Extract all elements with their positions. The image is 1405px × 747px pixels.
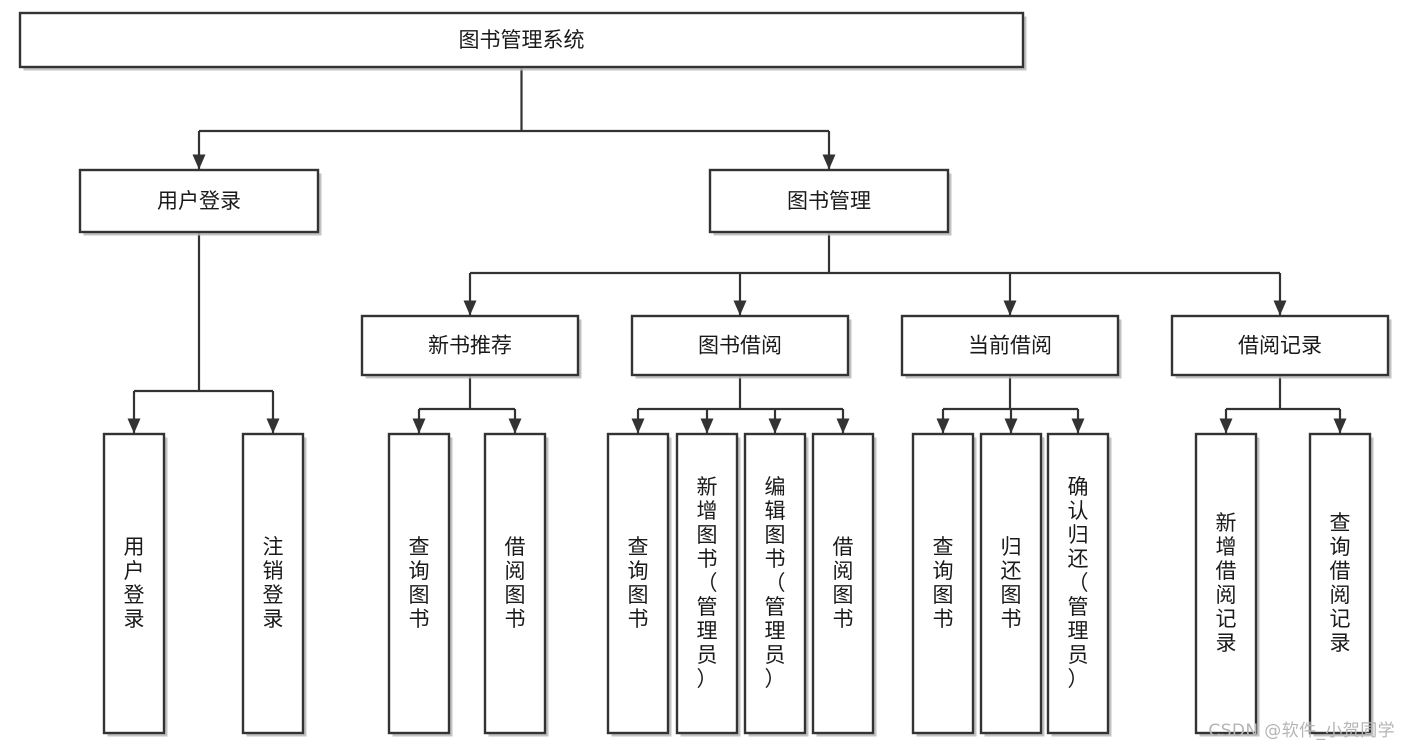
arrowhead-icon <box>266 418 280 434</box>
node-label: 查询图书 <box>933 535 954 631</box>
arrowhead-icon <box>700 418 714 434</box>
node-leaf-leaf-confirm-return-admin[interactable]: 确认归还（管理员） <box>1046 432 1112 737</box>
node-leaf-leaf-query-borrow-record[interactable]: 查询借阅记录 <box>1308 432 1374 737</box>
node-label: 新增图书（管理员） <box>697 475 718 691</box>
conn-record-to-leaves <box>1219 375 1347 434</box>
conn-recommend-to-leaves <box>412 375 522 434</box>
node-label: 新书推荐 <box>428 334 512 358</box>
conn-management-to-level3 <box>463 232 1287 316</box>
arrowhead-icon <box>1273 300 1287 316</box>
csdn-watermark: CSDN @软件_小贺同学 <box>1208 721 1395 741</box>
node-level2-user-login[interactable]: 用户登录 <box>78 168 322 236</box>
node-label: 新增借阅记录 <box>1216 511 1237 655</box>
node-label: 借阅图书 <box>833 535 854 631</box>
node-leaf-leaf-borrow-book-recommend[interactable]: 借阅图书 <box>483 432 549 737</box>
node-label: 用户登录 <box>124 535 145 631</box>
arrowhead-icon <box>733 300 747 316</box>
arrowhead-icon <box>1333 418 1347 434</box>
node-layer: 图书管理系统用户登录图书管理新书推荐图书借阅当前借阅借阅记录用户登录注销登录查询… <box>18 11 1392 737</box>
node-label: 查询图书 <box>628 535 649 631</box>
node-leaf-leaf-edit-book-admin[interactable]: 编辑图书（管理员） <box>743 432 809 737</box>
node-label: 借阅图书 <box>505 535 526 631</box>
node-label: 归还图书 <box>1001 535 1022 631</box>
arrowhead-icon <box>1071 418 1085 434</box>
arrowhead-icon <box>768 418 782 434</box>
node-label: 图书管理系统 <box>459 28 585 52</box>
node-leaf-leaf-query-book-borrow[interactable]: 查询图书 <box>606 432 672 737</box>
node-level2-book-management[interactable]: 图书管理 <box>708 168 952 236</box>
connector-layer <box>127 67 1347 434</box>
node-leaf-leaf-logout[interactable]: 注销登录 <box>241 432 307 737</box>
node-leaf-leaf-return-book[interactable]: 归还图书 <box>979 432 1045 737</box>
node-label: 确认归还（管理员） <box>1068 475 1089 691</box>
node-label: 当前借阅 <box>968 334 1052 358</box>
arrowhead-icon <box>822 154 836 170</box>
conn-userlogin-to-leaves <box>127 232 280 434</box>
node-leaf-leaf-add-borrow-record[interactable]: 新增借阅记录 <box>1194 432 1260 737</box>
arrowhead-icon <box>1219 418 1233 434</box>
conn-current-to-leaves <box>936 375 1085 434</box>
arrowhead-icon <box>936 418 950 434</box>
arrowhead-icon <box>1004 418 1018 434</box>
conn-root-to-level2 <box>192 67 836 170</box>
node-label: 借阅记录 <box>1238 334 1322 358</box>
arrowhead-icon <box>463 300 477 316</box>
node-label: 图书借阅 <box>698 334 782 358</box>
arrowhead-icon <box>412 418 426 434</box>
arrowhead-icon <box>192 154 206 170</box>
node-level3-borrow-record[interactable]: 借阅记录 <box>1170 314 1392 379</box>
node-label: 用户登录 <box>157 189 241 213</box>
node-level3-book-borrow[interactable]: 图书借阅 <box>630 314 852 379</box>
conn-borrow-to-leaves <box>631 375 850 434</box>
arrowhead-icon <box>631 418 645 434</box>
node-leaf-leaf-query-book-recommend[interactable]: 查询图书 <box>387 432 453 737</box>
node-leaf-leaf-query-book-current[interactable]: 查询图书 <box>911 432 977 737</box>
node-label: 查询借阅记录 <box>1330 511 1351 655</box>
node-leaf-leaf-borrow-book[interactable]: 借阅图书 <box>811 432 877 737</box>
node-label: 图书管理 <box>787 189 871 213</box>
node-label: 查询图书 <box>409 535 430 631</box>
node-leaf-leaf-user-login[interactable]: 用户登录 <box>102 432 168 737</box>
node-level3-current-borrow[interactable]: 当前借阅 <box>900 314 1122 379</box>
arrowhead-icon <box>508 418 522 434</box>
node-leaf-leaf-add-book-admin[interactable]: 新增图书（管理员） <box>675 432 741 737</box>
node-root-root[interactable]: 图书管理系统 <box>18 11 1027 71</box>
node-label: 编辑图书（管理员） <box>765 475 786 691</box>
arrowhead-icon <box>1003 300 1017 316</box>
node-label: 注销登录 <box>263 535 284 631</box>
arrowhead-icon <box>127 418 141 434</box>
node-level3-new-book-recommend[interactable]: 新书推荐 <box>360 314 582 379</box>
arrowhead-icon <box>836 418 850 434</box>
